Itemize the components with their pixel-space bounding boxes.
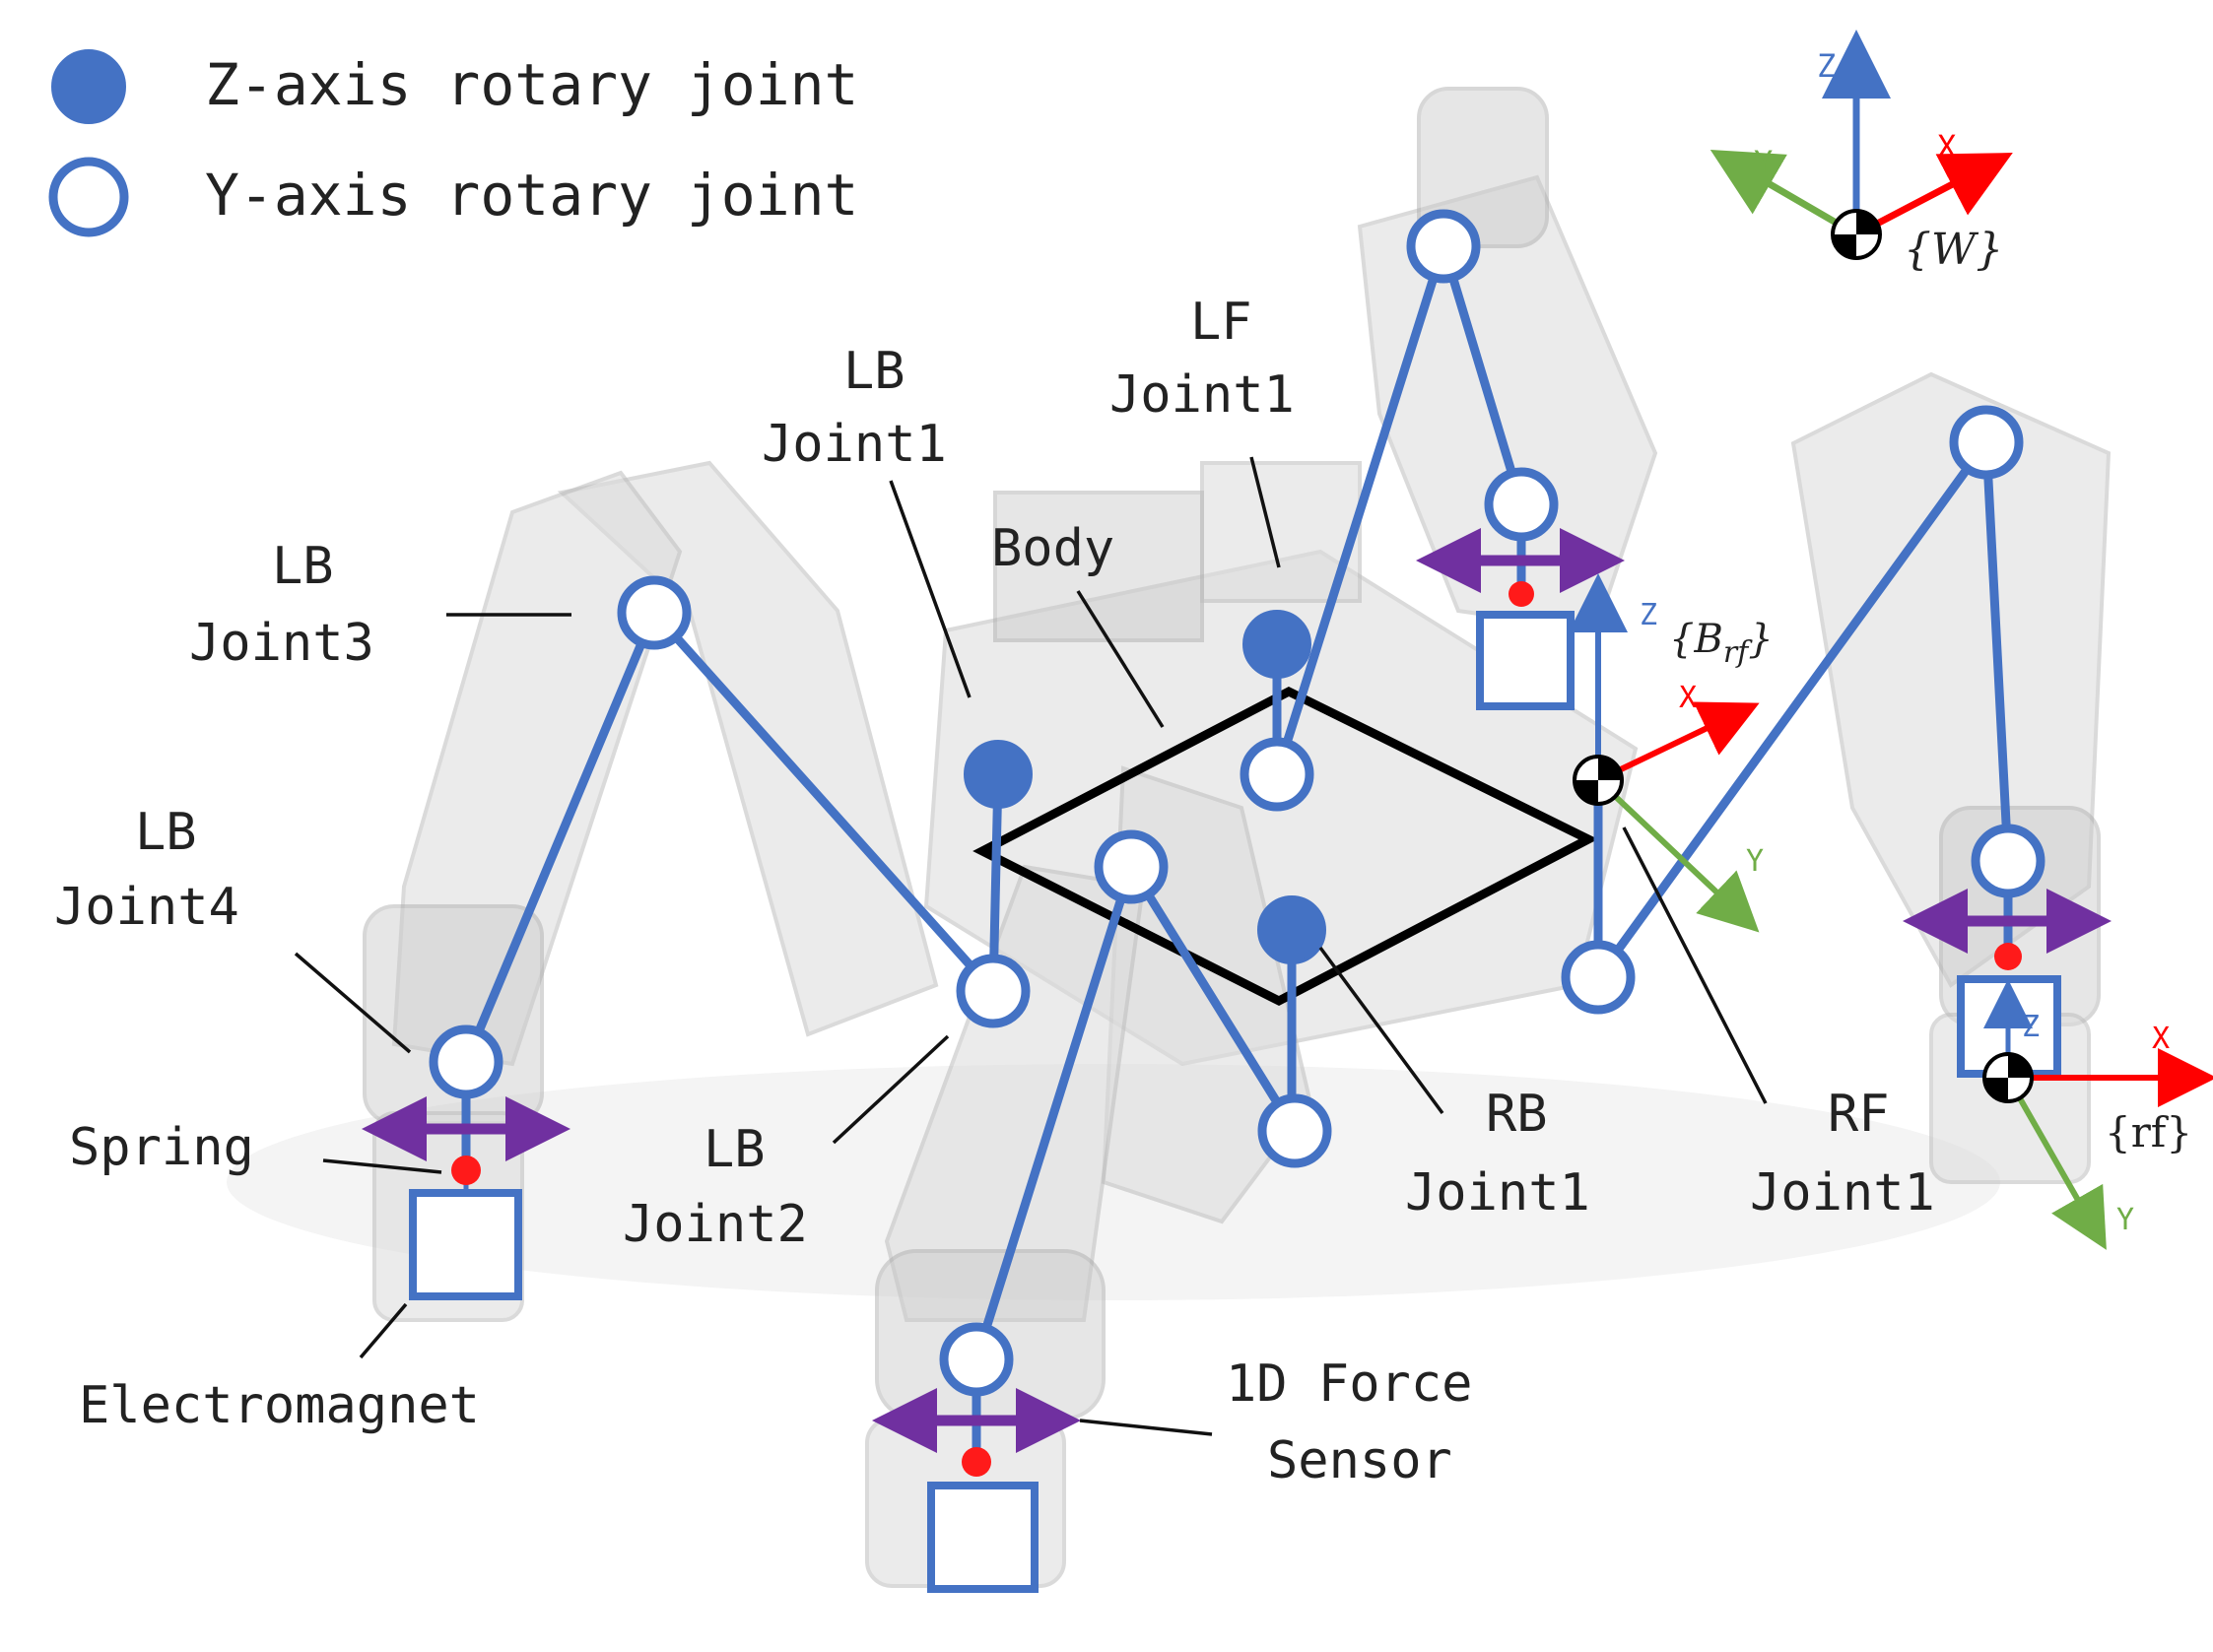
electromagnet-label: Electromagnet	[79, 1376, 480, 1435]
body-rf-frame-name: {Brf}	[1669, 617, 1774, 670]
force-sensor-label-line2: Sensor	[1267, 1431, 1452, 1490]
foot-rf-x-label: X	[2152, 1022, 2170, 1056]
lb-joint3-label-line1: LB	[272, 537, 334, 596]
y-joints	[429, 209, 2045, 1397]
spring-dot-rf	[1994, 943, 2022, 970]
world-frame-name: {W}	[1904, 225, 2003, 275]
body-rf-y-label: Y	[1746, 844, 1764, 879]
foot-rf-frame-name: {rf}	[2105, 1108, 2192, 1156]
leg-lf	[1272, 241, 1575, 779]
rb-joint1-label-line1: RB	[1486, 1085, 1548, 1144]
electromagnet-box-front	[927, 1482, 1039, 1593]
rf-joint1-label-line2: Joint1	[1750, 1163, 1935, 1222]
legend-y-joint-icon	[48, 157, 129, 237]
body-label: Body	[991, 519, 1114, 578]
spring-arrows	[362, 528, 2112, 1453]
foot-rf-y-label: Y	[2116, 1203, 2134, 1237]
legend-z-joint-label: Z-axis rotary joint	[205, 51, 858, 118]
spring-dot-lf	[1509, 581, 1534, 607]
lb-joint3-label-line2: Joint3	[189, 614, 374, 673]
lb-joint1-label-line2: Joint1	[762, 415, 947, 474]
lb-joint2-label-line1: LB	[704, 1120, 766, 1179]
lf-joint1-label-line2: Joint1	[1109, 365, 1295, 425]
legend-y-joint-label: Y-axis rotary joint	[205, 162, 858, 229]
legend: Z-axis rotary joint Y-axis rotary joint	[48, 49, 858, 237]
labels: LF Joint1 LB Joint1 Body LB Joint3 LB Jo…	[54, 293, 1935, 1490]
leg-lb	[409, 608, 1003, 1300]
z-joints	[964, 610, 1326, 964]
body-rf-frame: Z X Y {Brf}	[1569, 573, 1774, 933]
leg-front-lower	[927, 862, 1300, 1593]
legend-z-joint-icon	[51, 49, 126, 124]
rf-joint1-label-line1: RF	[1828, 1085, 1890, 1144]
world-x-label: X	[1937, 128, 1956, 165]
electromagnet-box-lf	[1476, 611, 1575, 710]
leader-lines	[294, 456, 1768, 1436]
world-y-label: Y	[1754, 144, 1773, 181]
foot-rf-frame: Z X Y {rf}	[1982, 979, 2213, 1250]
lb-joint2-label-line2: Joint2	[623, 1195, 808, 1254]
rb-joint1-label-line2: Joint1	[1405, 1163, 1590, 1222]
spring-dot-front	[962, 1447, 991, 1477]
foot-rf-z-label: Z	[2022, 1010, 2040, 1044]
lb-joint1-label-line1: LB	[843, 342, 905, 401]
robot-cad-backdrop	[227, 87, 2112, 1588]
lf-joint1-label-line1: LF	[1190, 293, 1252, 352]
body-rf-z-label: Z	[1640, 598, 1657, 632]
spring-dot-lb	[451, 1156, 481, 1185]
body-rf-x-label: X	[1679, 681, 1697, 715]
world-frame: Z X Y {W}	[1710, 30, 2013, 275]
lb-joint4-label-line2: Joint4	[54, 878, 239, 937]
spring-label: Spring	[69, 1118, 254, 1177]
force-sensor-label-line1: 1D Force	[1226, 1355, 1472, 1414]
world-z-label: Z	[1817, 47, 1836, 85]
electromagnet-box-lb	[409, 1189, 522, 1300]
lb-joint4-label-line1: LB	[135, 803, 197, 862]
